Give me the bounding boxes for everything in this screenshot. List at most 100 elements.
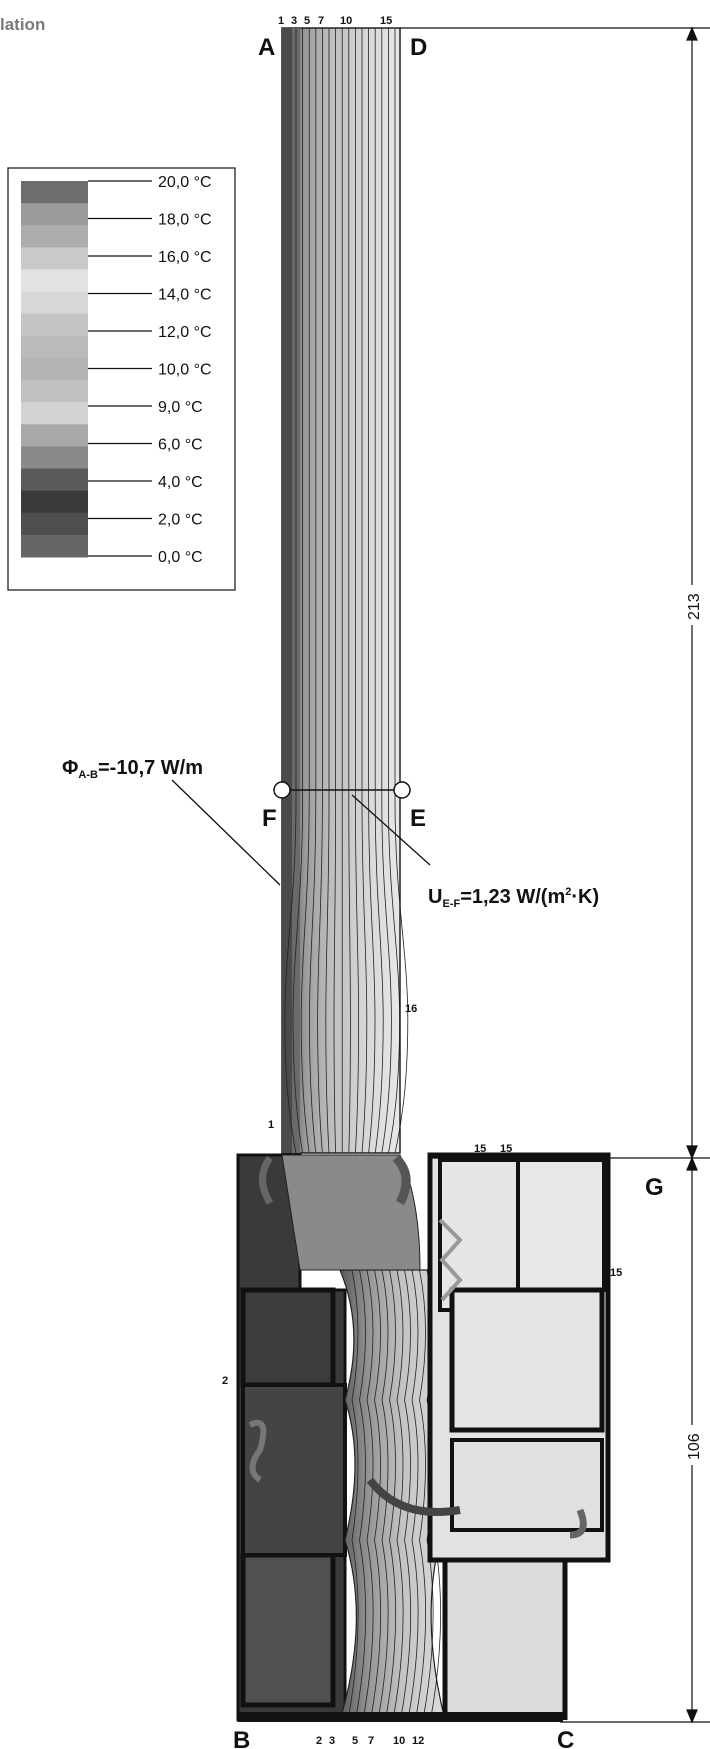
glass-isotherm xyxy=(361,28,368,1154)
u-subscript: E-F xyxy=(442,898,460,910)
core-isotherm xyxy=(355,1269,367,1721)
legend-label: 10,0 °C xyxy=(158,362,212,379)
glass-isotherm xyxy=(300,28,310,1154)
legend-label: 6,0 °C xyxy=(158,437,203,454)
legend-swatches xyxy=(21,181,88,558)
glass-isotherm xyxy=(325,28,330,1154)
legend-ticks: 20,0 °C 18,0 °C 16,0 °C 14,0 °C 12,0 °C 10,0 … xyxy=(88,174,212,566)
core-isotherm xyxy=(392,1269,404,1721)
legend-swatch xyxy=(21,534,88,558)
legend-swatch xyxy=(21,203,88,226)
iso-top-7: 7 xyxy=(318,15,324,27)
legend-swatch xyxy=(21,357,88,381)
legend-swatch xyxy=(21,490,88,514)
legend-swatch xyxy=(21,269,88,293)
legend-label: 16,0 °C xyxy=(158,249,212,266)
core-isotherm xyxy=(362,1269,374,1721)
iso-top-10: 10 xyxy=(340,15,352,27)
legend-swatch xyxy=(21,313,88,337)
glass-isotherm xyxy=(388,28,401,1154)
u-tail: ·K) xyxy=(571,886,599,908)
point-label-a: A xyxy=(258,34,275,61)
glass-isotherm xyxy=(284,28,297,1154)
glass-isotherm xyxy=(333,28,336,1154)
phi-symbol: Φ xyxy=(62,757,78,779)
iso-side-15c: 15 xyxy=(610,1267,622,1279)
legend-swatch xyxy=(21,335,88,359)
iso-side-15a: 15 xyxy=(474,1143,486,1155)
legend-label: 20,0 °C xyxy=(158,174,212,191)
reference-line-ef xyxy=(273,781,411,799)
phi-value: =-10,7 W/m xyxy=(98,757,203,779)
core-isotherm xyxy=(347,1269,359,1721)
core-isotherm xyxy=(400,1269,412,1721)
isotherm-labels-bottom: 2 3 5 7 10 12 xyxy=(316,1735,424,1747)
u-symbol: U xyxy=(428,886,442,908)
dimension-upper: 213 xyxy=(686,593,703,620)
glass-isotherm xyxy=(355,28,360,1154)
glass-isotherm xyxy=(292,28,303,1154)
u-leader xyxy=(351,794,431,866)
legend-swatch xyxy=(21,424,88,447)
phi-label: ΦA-B=-10,7 W/m xyxy=(62,757,203,781)
iso-side-1: 1 xyxy=(268,1119,274,1131)
glazing-pane xyxy=(281,27,409,1154)
legend-swatch xyxy=(21,380,88,403)
iso-side-15b: 15 xyxy=(500,1143,512,1155)
iso-bottom-12: 12 xyxy=(412,1735,424,1747)
title-fragment: lation xyxy=(0,15,45,34)
point-label-d: D xyxy=(410,34,427,61)
isotherm-labels-side: 16 1 2 15 15 15 xyxy=(222,1003,622,1387)
legend-swatch xyxy=(21,247,88,270)
glass-isotherm xyxy=(317,28,323,1154)
iso-top-3: 3 xyxy=(291,15,297,27)
point-label-c: C xyxy=(557,1727,574,1749)
legend-swatch xyxy=(21,468,88,492)
legend-label: 2,0 °C xyxy=(158,512,203,529)
isotherm-labels-top: 1 3 5 7 10 15 xyxy=(278,15,392,27)
iso-side-16: 16 xyxy=(405,1003,417,1015)
glass-isotherm xyxy=(381,28,392,1154)
iso-bottom-2: 2 xyxy=(316,1735,322,1747)
legend-label: 0,0 °C xyxy=(158,549,203,566)
legend-label: 12,0 °C xyxy=(158,324,212,341)
legend-label: 14,0 °C xyxy=(158,287,212,304)
legend-swatch xyxy=(21,181,88,204)
legend-swatch xyxy=(21,446,88,470)
legend-label: 9,0 °C xyxy=(158,399,203,416)
u-value: =1,23 W/(m xyxy=(460,886,565,908)
temperature-legend: 20,0 °C 18,0 °C 16,0 °C 14,0 °C 12,0 °C 10,0 … xyxy=(7,167,236,591)
legend-swatch xyxy=(21,225,88,248)
legend-swatch xyxy=(21,402,88,425)
u-superscript: 2 xyxy=(565,886,571,898)
iso-top-5: 5 xyxy=(304,15,310,27)
glass-isotherm xyxy=(308,28,317,1154)
core-isotherm xyxy=(415,1269,427,1721)
core-isotherm xyxy=(377,1269,389,1721)
iso-bottom-10: 10 xyxy=(393,1735,405,1747)
iso-bottom-7: 7 xyxy=(368,1735,374,1747)
point-label-g: G xyxy=(645,1174,664,1201)
u-label: UE-F=1,23 W/(m2·K) xyxy=(428,886,599,910)
core-isotherm xyxy=(385,1269,397,1721)
legend-swatch xyxy=(21,512,88,536)
glass-isotherm xyxy=(394,28,409,1154)
legend-label: 18,0 °C xyxy=(158,212,212,229)
iso-top-1: 1 xyxy=(278,15,284,27)
core-isotherm xyxy=(407,1269,419,1721)
iso-side-2: 2 xyxy=(222,1375,228,1387)
legend-label: 4,0 °C xyxy=(158,474,203,491)
point-label-f: F xyxy=(262,805,277,832)
point-label-e: E xyxy=(410,805,426,832)
point-label-b: B xyxy=(233,1727,250,1749)
glass-isotherm xyxy=(368,28,376,1154)
phi-leader xyxy=(171,779,281,886)
dimension-lower: 106 xyxy=(686,1433,703,1460)
glass-isotherm xyxy=(348,28,351,1154)
legend-swatch xyxy=(21,291,88,315)
iso-bottom-5: 5 xyxy=(352,1735,358,1747)
glass-isotherm-lines xyxy=(284,28,409,1154)
phi-subscript: A-B xyxy=(78,769,98,781)
iso-top-15: 15 xyxy=(380,15,392,27)
